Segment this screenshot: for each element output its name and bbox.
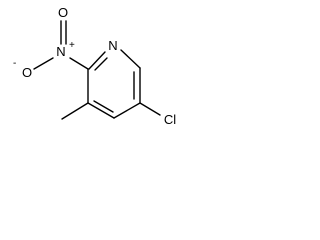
ring-nitrogen-label: N [108,38,117,53]
bond-c2-nitro-n [69,57,89,70]
bond-c4-c3-double-inner [93,100,114,113]
atom-label-layer: N N + O O - Cl [13,5,176,127]
nitro-oxygen-single-label: O [22,65,32,80]
bond-c3-methyl [61,102,89,120]
nitro-nitrogen-label: N [56,44,65,59]
bond-c2-n1-double-outer [88,51,106,70]
bond-nitro-n-o-single [33,57,54,70]
chlorine-label: Cl [164,112,176,127]
chemical-structure: N N + O O - Cl [13,5,176,127]
nitro-oxygen-double-label: O [58,5,68,20]
bond-n1-c6 [120,49,141,69]
bond-c2-n1-double-inner [94,57,108,71]
nitro-oxygen-charge: - [13,58,16,69]
bond-layer [33,20,161,120]
bond-c5-c4 [113,102,141,119]
nitro-nitrogen-charge: + [69,40,75,51]
bond-c5-cl [139,102,161,116]
bond-c4-c3-double-outer [87,102,115,119]
